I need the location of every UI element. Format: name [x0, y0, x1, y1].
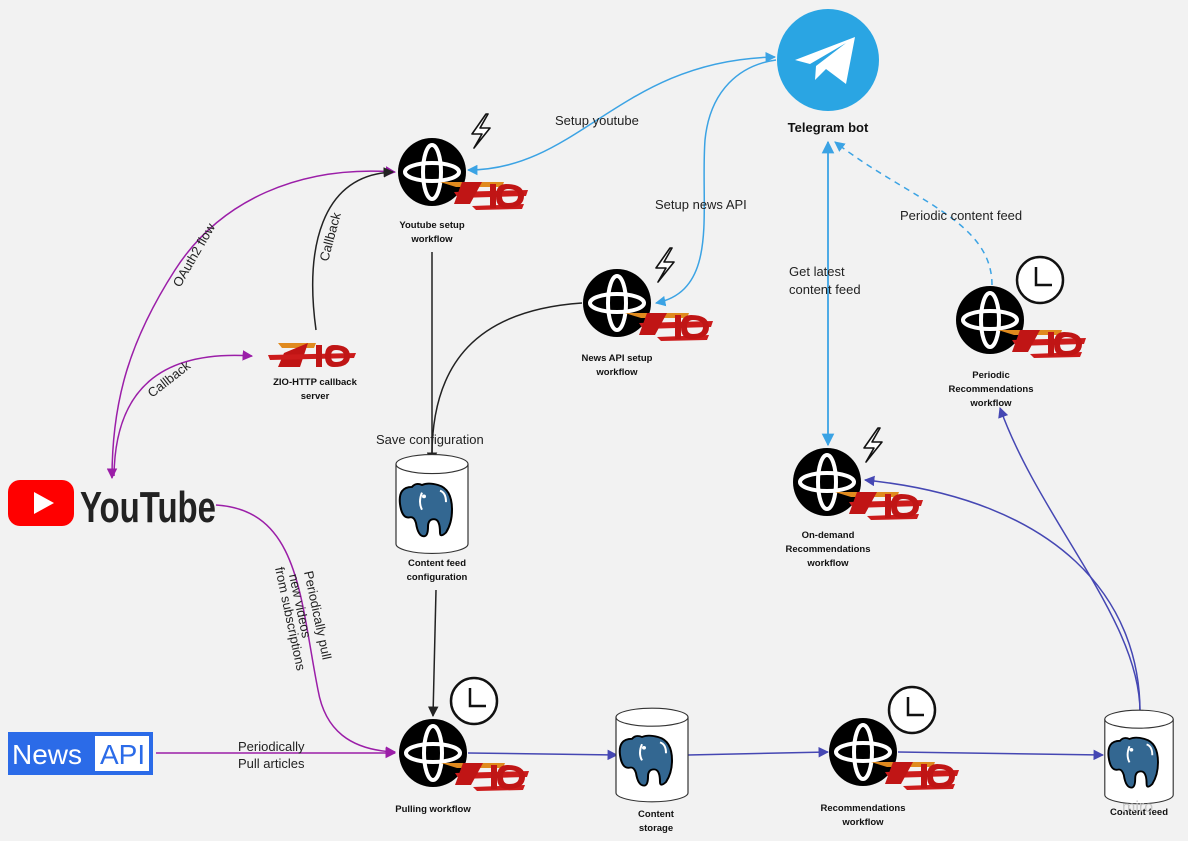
zio-logo-icon [396, 136, 530, 212]
node-label-line: Periodic [972, 370, 1010, 381]
content-storage-db-node: Content storage [615, 707, 689, 834]
newsapi-node: News API [8, 732, 153, 775]
edge-callback-left [113, 350, 254, 477]
trigger-bolt-icon [655, 247, 675, 283]
content-feed-db-node: Content feed [1103, 709, 1175, 818]
label-oauth: OAuth2 flow [170, 220, 219, 289]
edge-periodic-feed [834, 141, 993, 286]
pulling-workflow-node: Pulling workflow [395, 676, 531, 815]
edge-pull-storage [467, 749, 619, 761]
zio-logo-icon [954, 284, 1088, 360]
zio-logo-icon [827, 716, 961, 792]
label-get-latest-2: content feed [789, 282, 861, 297]
newsapi-label-left: News [12, 739, 82, 770]
node-label-line: workflow [841, 817, 884, 828]
recommendations-workflow-node: Recommendations workflow [821, 685, 961, 828]
youtube-label: YouTube [80, 483, 216, 532]
node-label-line: workflow [410, 234, 453, 245]
ondemand-recommendations-workflow-node: On-demand Recommendations workflow [786, 427, 925, 569]
edge-config-to-pull [427, 589, 439, 718]
label-callback-up: Callback [316, 210, 344, 263]
node-label-line: On-demand [802, 530, 855, 541]
node-label-line: workflow [806, 558, 849, 569]
node-label-line: Recommendations [949, 384, 1034, 395]
label-setup-youtube: Setup youtube [555, 113, 639, 128]
edge-feed-periodic [998, 407, 1141, 713]
edge-oauth [106, 166, 397, 480]
node-label-line: ZIO-HTTP callback [273, 377, 357, 388]
zio-logo-icon [268, 343, 356, 367]
node-label-line: workflow [595, 367, 638, 378]
callback-server-node: ZIO-HTTP callback server [268, 343, 358, 402]
edge-storage-reco [687, 746, 830, 758]
zio-logo-icon [397, 717, 531, 793]
periodic-recommendations-workflow-node: Periodic Recommendations workflow [949, 255, 1088, 409]
youtube-node: YouTube [8, 480, 216, 532]
miro-watermark: miro [1122, 799, 1153, 816]
postgres-db-icon [395, 453, 469, 555]
node-label-line: News API setup [582, 353, 653, 364]
trigger-bolt-icon [863, 427, 883, 463]
telegram-plane-icon [795, 37, 855, 84]
trigger-bolt-icon [471, 113, 491, 149]
clock-icon [449, 676, 499, 726]
node-label-line: Content [638, 809, 675, 820]
edge-setup-youtube [466, 51, 777, 176]
node-label-line: Recommendations [786, 544, 871, 555]
postgres-db-icon [1103, 709, 1175, 805]
edge-pull-videos [215, 504, 397, 757]
edge-reco-feed [897, 749, 1105, 761]
node-label-line: Youtube setup [399, 220, 464, 231]
label-periodic-feed: Periodic content feed [900, 208, 1022, 223]
label-get-latest-1: Get latest [789, 264, 845, 279]
telegram-bot-node: Telegram bot [777, 9, 879, 135]
label-setup-news: Setup news API [655, 197, 747, 212]
edge-feed-ondemand [863, 475, 1141, 713]
node-label-line: workflow [969, 398, 1012, 409]
content-feed-configuration-db-node: Content feed configuration [395, 453, 469, 583]
zio-logo-icon [581, 267, 715, 343]
node-label-line: storage [639, 823, 673, 834]
node-label-line: configuration [407, 572, 468, 583]
label-pull-articles-2: Pull articles [238, 756, 305, 771]
edge-save-config-2 [431, 302, 583, 463]
clock-icon [887, 685, 937, 735]
edge-callback-up [312, 167, 395, 331]
clock-icon [1015, 255, 1065, 305]
label-pull-articles-1: Periodically [238, 739, 305, 754]
postgres-db-icon [615, 707, 689, 803]
newsapi-label-right: API [100, 739, 145, 770]
node-label-line: Recommendations [821, 803, 906, 814]
zio-logo-icon [791, 446, 925, 522]
label-save-config: Save configuration [376, 432, 484, 447]
youtube-setup-workflow-node: Youtube setup workflow [396, 113, 530, 245]
telegram-label: Telegram bot [788, 120, 869, 135]
newsapi-setup-workflow-node: News API setup workflow [581, 247, 715, 378]
edge-setup-news [654, 59, 777, 307]
node-label-line: Pulling workflow [395, 804, 471, 815]
node-label-line: server [301, 391, 330, 402]
node-label-line: Content feed [408, 558, 466, 569]
node-label-line: Content feed [1110, 807, 1168, 818]
